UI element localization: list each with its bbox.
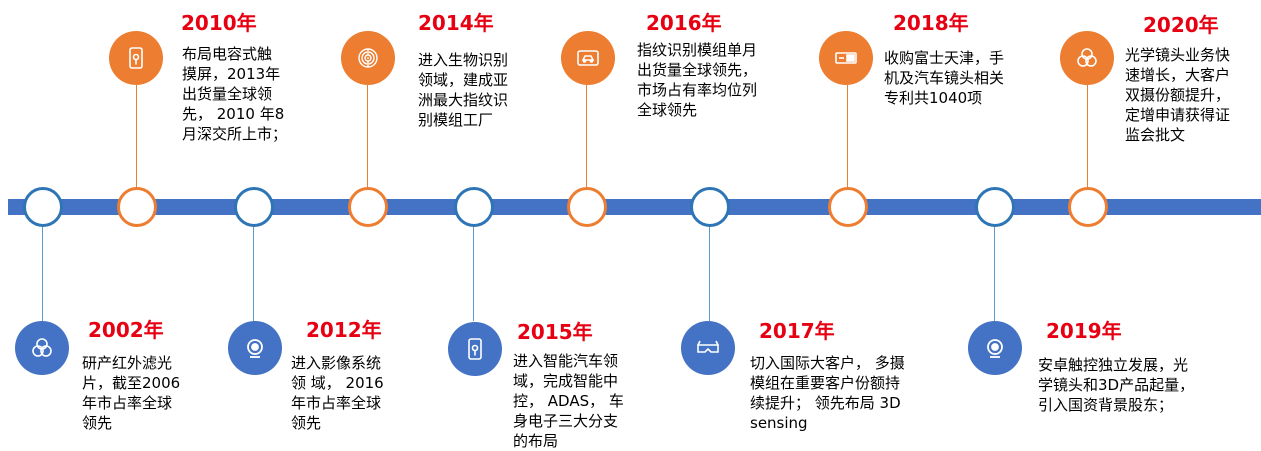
node-2018: [828, 187, 868, 227]
node-2012: [234, 187, 274, 227]
node-2016: [567, 187, 607, 227]
camera-icon: [228, 321, 282, 375]
year-2010: 2010年: [181, 11, 257, 35]
rings-icon: [1060, 31, 1114, 85]
stem-2020: [1087, 85, 1088, 187]
year-2014: 2014年: [418, 11, 494, 35]
stem-2015: [473, 227, 474, 321]
touch-phone-icon: [109, 31, 163, 85]
touch-phone-icon: [448, 322, 502, 376]
rings-icon: [15, 321, 69, 375]
year-2012: 2012年: [306, 318, 382, 342]
milestone-text-2002: 研产红外滤光 片，截至2006 年市占率全球 领先: [82, 354, 181, 432]
vr-glasses-icon: [681, 321, 735, 375]
node-2017: [690, 187, 730, 227]
stem-2017: [709, 227, 710, 321]
year-2017: 2017年: [759, 319, 835, 343]
node-2020: [1068, 187, 1108, 227]
timeline-bar: [8, 199, 1261, 215]
stem-2010: [136, 85, 137, 187]
fingerprint-icon: [341, 31, 395, 85]
year-2016: 2016年: [646, 11, 722, 35]
node-2014: [348, 187, 388, 227]
milestone-text-2015: 进入智能汽车领 域，完成智能中 控， ADAS， 车 身电子三大分支 的布局: [513, 352, 624, 450]
node-2010: [117, 187, 157, 227]
milestone-text-2017: 切入国际大客户， 多摄 模组在重要客户份额持 续提升； 领先布局 3D sens…: [750, 354, 905, 432]
node-2002: [23, 187, 63, 227]
milestone-text-2014: 进入生物识别 领域，建成亚 洲最大指纹识 别模组工厂: [418, 51, 509, 129]
stem-2012: [253, 227, 254, 321]
milestone-text-2010: 布局电容式触 摸屏，2013年 出货量全球领 先， 2010 年8 月深交所上市…: [182, 45, 288, 143]
stem-2018: [847, 85, 848, 187]
year-2019: 2019年: [1046, 319, 1122, 343]
year-2015: 2015年: [517, 320, 593, 344]
node-2019: [975, 187, 1015, 227]
milestone-text-2018: 收购富士天津，手 机及汽车镜头相关 专利共1040项: [884, 49, 1005, 107]
year-2018: 2018年: [893, 11, 969, 35]
lens-module-icon: [819, 31, 873, 85]
milestone-text-2012: 进入影像系统 领 域， 2016 年市占率全球 领先: [291, 354, 384, 432]
milestone-text-2019: 安卓触控独立发展，光 学镜头和3D产品起量， 引入国资背景股东；: [1038, 356, 1195, 414]
camera-icon: [968, 321, 1022, 375]
year-2020: 2020年: [1143, 13, 1219, 37]
node-2015: [454, 187, 494, 227]
car-screen-icon: [561, 31, 615, 85]
milestone-text-2016: 指纹识别模组单月 出货量全球领先， 市场占有率均位列 全球领先: [637, 41, 758, 119]
stem-2014: [367, 85, 368, 187]
stem-2002: [42, 227, 43, 321]
stem-2019: [994, 227, 995, 321]
stem-2016: [586, 85, 587, 187]
milestone-text-2020: 光学镜头业务快 速增长，大客户 双摄份额提升， 定增申请获得证 监会批文: [1125, 46, 1231, 144]
year-2002: 2002年: [88, 318, 164, 342]
